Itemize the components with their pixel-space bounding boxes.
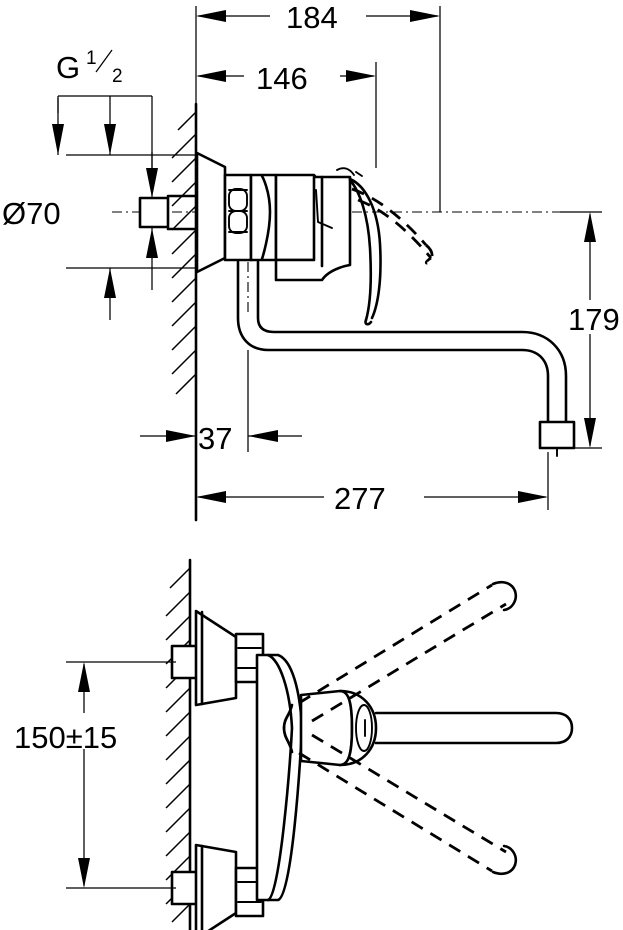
inlet-nipple bbox=[138, 194, 198, 231]
lever-handle-ghost bbox=[315, 187, 434, 265]
dimension-37-label: 37 bbox=[198, 421, 232, 456]
dimension-70-label: Ø70 bbox=[2, 196, 61, 231]
mixer-body bbox=[249, 173, 352, 282]
g-thread-label: G bbox=[56, 50, 80, 85]
dimension-150: 150±15 bbox=[10, 661, 176, 889]
lever-arm-plan bbox=[374, 711, 574, 745]
handle-hub-plan bbox=[299, 689, 378, 767]
dimension-179-label: 179 bbox=[568, 302, 620, 337]
wall-hatching-plan bbox=[165, 567, 191, 923]
escutcheon-lower-plan bbox=[194, 843, 238, 930]
spout-tube bbox=[236, 260, 576, 457]
elevation-dimensions: 184 146 G 1 2 bbox=[2, 0, 623, 516]
wall-elevation bbox=[171, 102, 198, 522]
dimension-150-label: 150±15 bbox=[14, 720, 117, 755]
plan-dimensions: 150±15 bbox=[10, 661, 176, 889]
dimension-277: 277 bbox=[195, 452, 549, 516]
dimension-179: 179 bbox=[548, 211, 623, 449]
g-thread-numerator: 1 bbox=[86, 48, 97, 69]
dimension-184-label: 184 bbox=[286, 0, 338, 35]
dimension-diameter-70: Ø70 bbox=[2, 96, 196, 320]
dimension-277-label: 277 bbox=[334, 481, 386, 516]
lever-arm-ghost-lower-plan bbox=[298, 733, 518, 876]
lever-handle bbox=[336, 167, 382, 326]
dimension-146: 146 bbox=[196, 61, 377, 168]
dimension-184: 184 bbox=[195, 0, 441, 212]
wall-hatching-elevation bbox=[171, 111, 197, 395]
escutcheon-cone bbox=[195, 151, 227, 274]
mixer-body-plan bbox=[255, 653, 304, 902]
plan-view bbox=[165, 558, 574, 930]
g-thread-denominator: 2 bbox=[112, 66, 123, 87]
elevation-view bbox=[112, 102, 602, 522]
dimension-37: 37 bbox=[140, 350, 302, 456]
dimension-146-label: 146 bbox=[256, 61, 308, 96]
escutcheon-upper-plan bbox=[194, 609, 238, 707]
lever-arm-ghost-upper-plan bbox=[298, 580, 518, 723]
union-nut bbox=[223, 173, 253, 262]
dimension-g-thread: G 1 2 bbox=[52, 48, 158, 290]
